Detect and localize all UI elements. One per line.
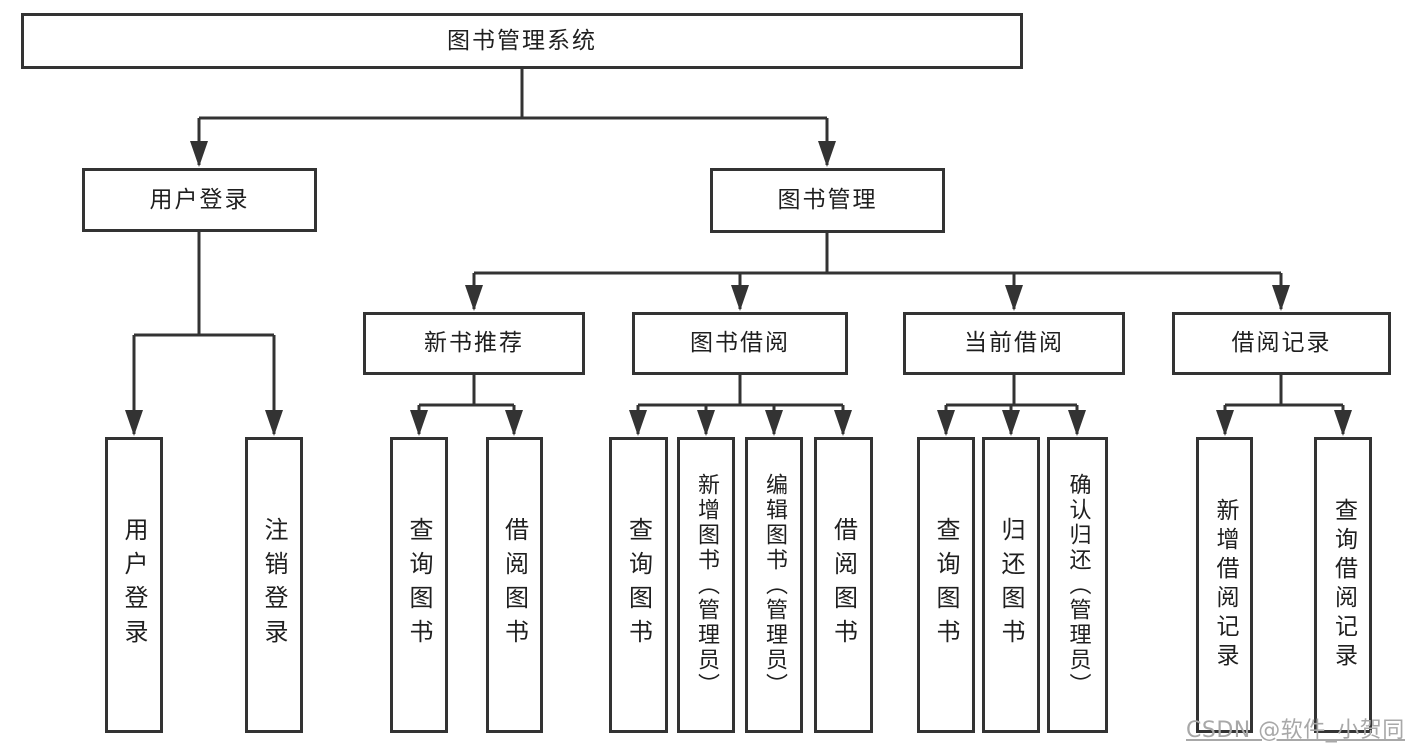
leaf-query-book-under-current-label: 查询图书 bbox=[932, 517, 960, 653]
leaf-add-book-admin-label: 新增图书（管理员） bbox=[694, 472, 719, 698]
node-current-borrow-label: 当前借阅 bbox=[964, 330, 1064, 356]
leaf-query-book-under-borrow: 查询图书 bbox=[609, 437, 668, 733]
node-library-management-system-label: 图书管理系统 bbox=[447, 27, 597, 54]
leaf-confirm-return-admin: 确认归还（管理员） bbox=[1047, 437, 1108, 733]
leaf-user-login: 用户登录 bbox=[105, 437, 163, 733]
leaf-borrow-book-under-borrow-label: 借阅图书 bbox=[829, 517, 858, 653]
node-new-book-recommend-label: 新书推荐 bbox=[424, 330, 524, 356]
leaf-add-borrow-record: 新增借阅记录 bbox=[1196, 437, 1253, 733]
node-current-borrow: 当前借阅 bbox=[903, 312, 1125, 375]
leaf-query-book-under-borrow-label: 查询图书 bbox=[624, 517, 653, 653]
csdn-watermark: CSDN @软件_小贺同学 bbox=[1186, 718, 1405, 743]
leaf-query-book-under-current: 查询图书 bbox=[917, 437, 975, 733]
leaf-logout-login: 注销登录 bbox=[245, 437, 303, 733]
leaf-query-book-under-recommend-label: 查询图书 bbox=[405, 517, 433, 653]
connector-borrow-record-split bbox=[1225, 375, 1343, 407]
node-book-borrow-label: 图书借阅 bbox=[690, 330, 790, 356]
connector-user-login-split bbox=[134, 232, 274, 337]
leaf-edit-book-admin: 编辑图书（管理员） bbox=[745, 437, 803, 733]
connector-current-borrow-split bbox=[946, 375, 1077, 407]
connector-book-borrow-split bbox=[638, 375, 843, 407]
connector-arrows bbox=[125, 118, 1352, 436]
connector-new-book-rec-split bbox=[419, 375, 514, 407]
leaf-query-borrow-record-label: 查询借阅记录 bbox=[1330, 498, 1357, 672]
leaf-query-book-under-recommend: 查询图书 bbox=[390, 437, 448, 733]
node-user-login: 用户登录 bbox=[82, 168, 317, 232]
leaf-borrow-book-under-recommend-label: 借阅图书 bbox=[500, 517, 529, 653]
connector-book-mgmt-split bbox=[474, 233, 1281, 275]
node-user-login-label: 用户登录 bbox=[149, 186, 250, 213]
leaf-return-book-label: 归还图书 bbox=[997, 517, 1025, 653]
node-book-management-label: 图书管理 bbox=[777, 187, 878, 213]
node-library-management-system: 图书管理系统 bbox=[21, 13, 1023, 69]
leaf-add-book-admin: 新增图书（管理员） bbox=[677, 437, 735, 733]
connector-root-split bbox=[199, 69, 827, 120]
node-borrow-record: 借阅记录 bbox=[1172, 312, 1391, 375]
leaf-logout-login-label: 注销登录 bbox=[260, 517, 288, 653]
leaf-borrow-book-under-borrow: 借阅图书 bbox=[814, 437, 873, 733]
leaf-query-borrow-record: 查询借阅记录 bbox=[1314, 437, 1372, 733]
leaf-user-login-label: 用户登录 bbox=[120, 517, 148, 653]
node-new-book-recommend: 新书推荐 bbox=[363, 312, 585, 375]
leaf-confirm-return-admin-label: 确认归还（管理员） bbox=[1065, 472, 1091, 698]
leaf-add-borrow-record-label: 新增借阅记录 bbox=[1212, 498, 1238, 672]
node-borrow-record-label: 借阅记录 bbox=[1231, 330, 1332, 356]
node-book-management: 图书管理 bbox=[710, 168, 945, 233]
leaf-edit-book-admin-label: 编辑图书（管理员） bbox=[762, 472, 787, 698]
node-book-borrow: 图书借阅 bbox=[632, 312, 848, 375]
leaf-return-book: 归还图书 bbox=[982, 437, 1040, 733]
leaf-borrow-book-under-recommend: 借阅图书 bbox=[486, 437, 543, 733]
